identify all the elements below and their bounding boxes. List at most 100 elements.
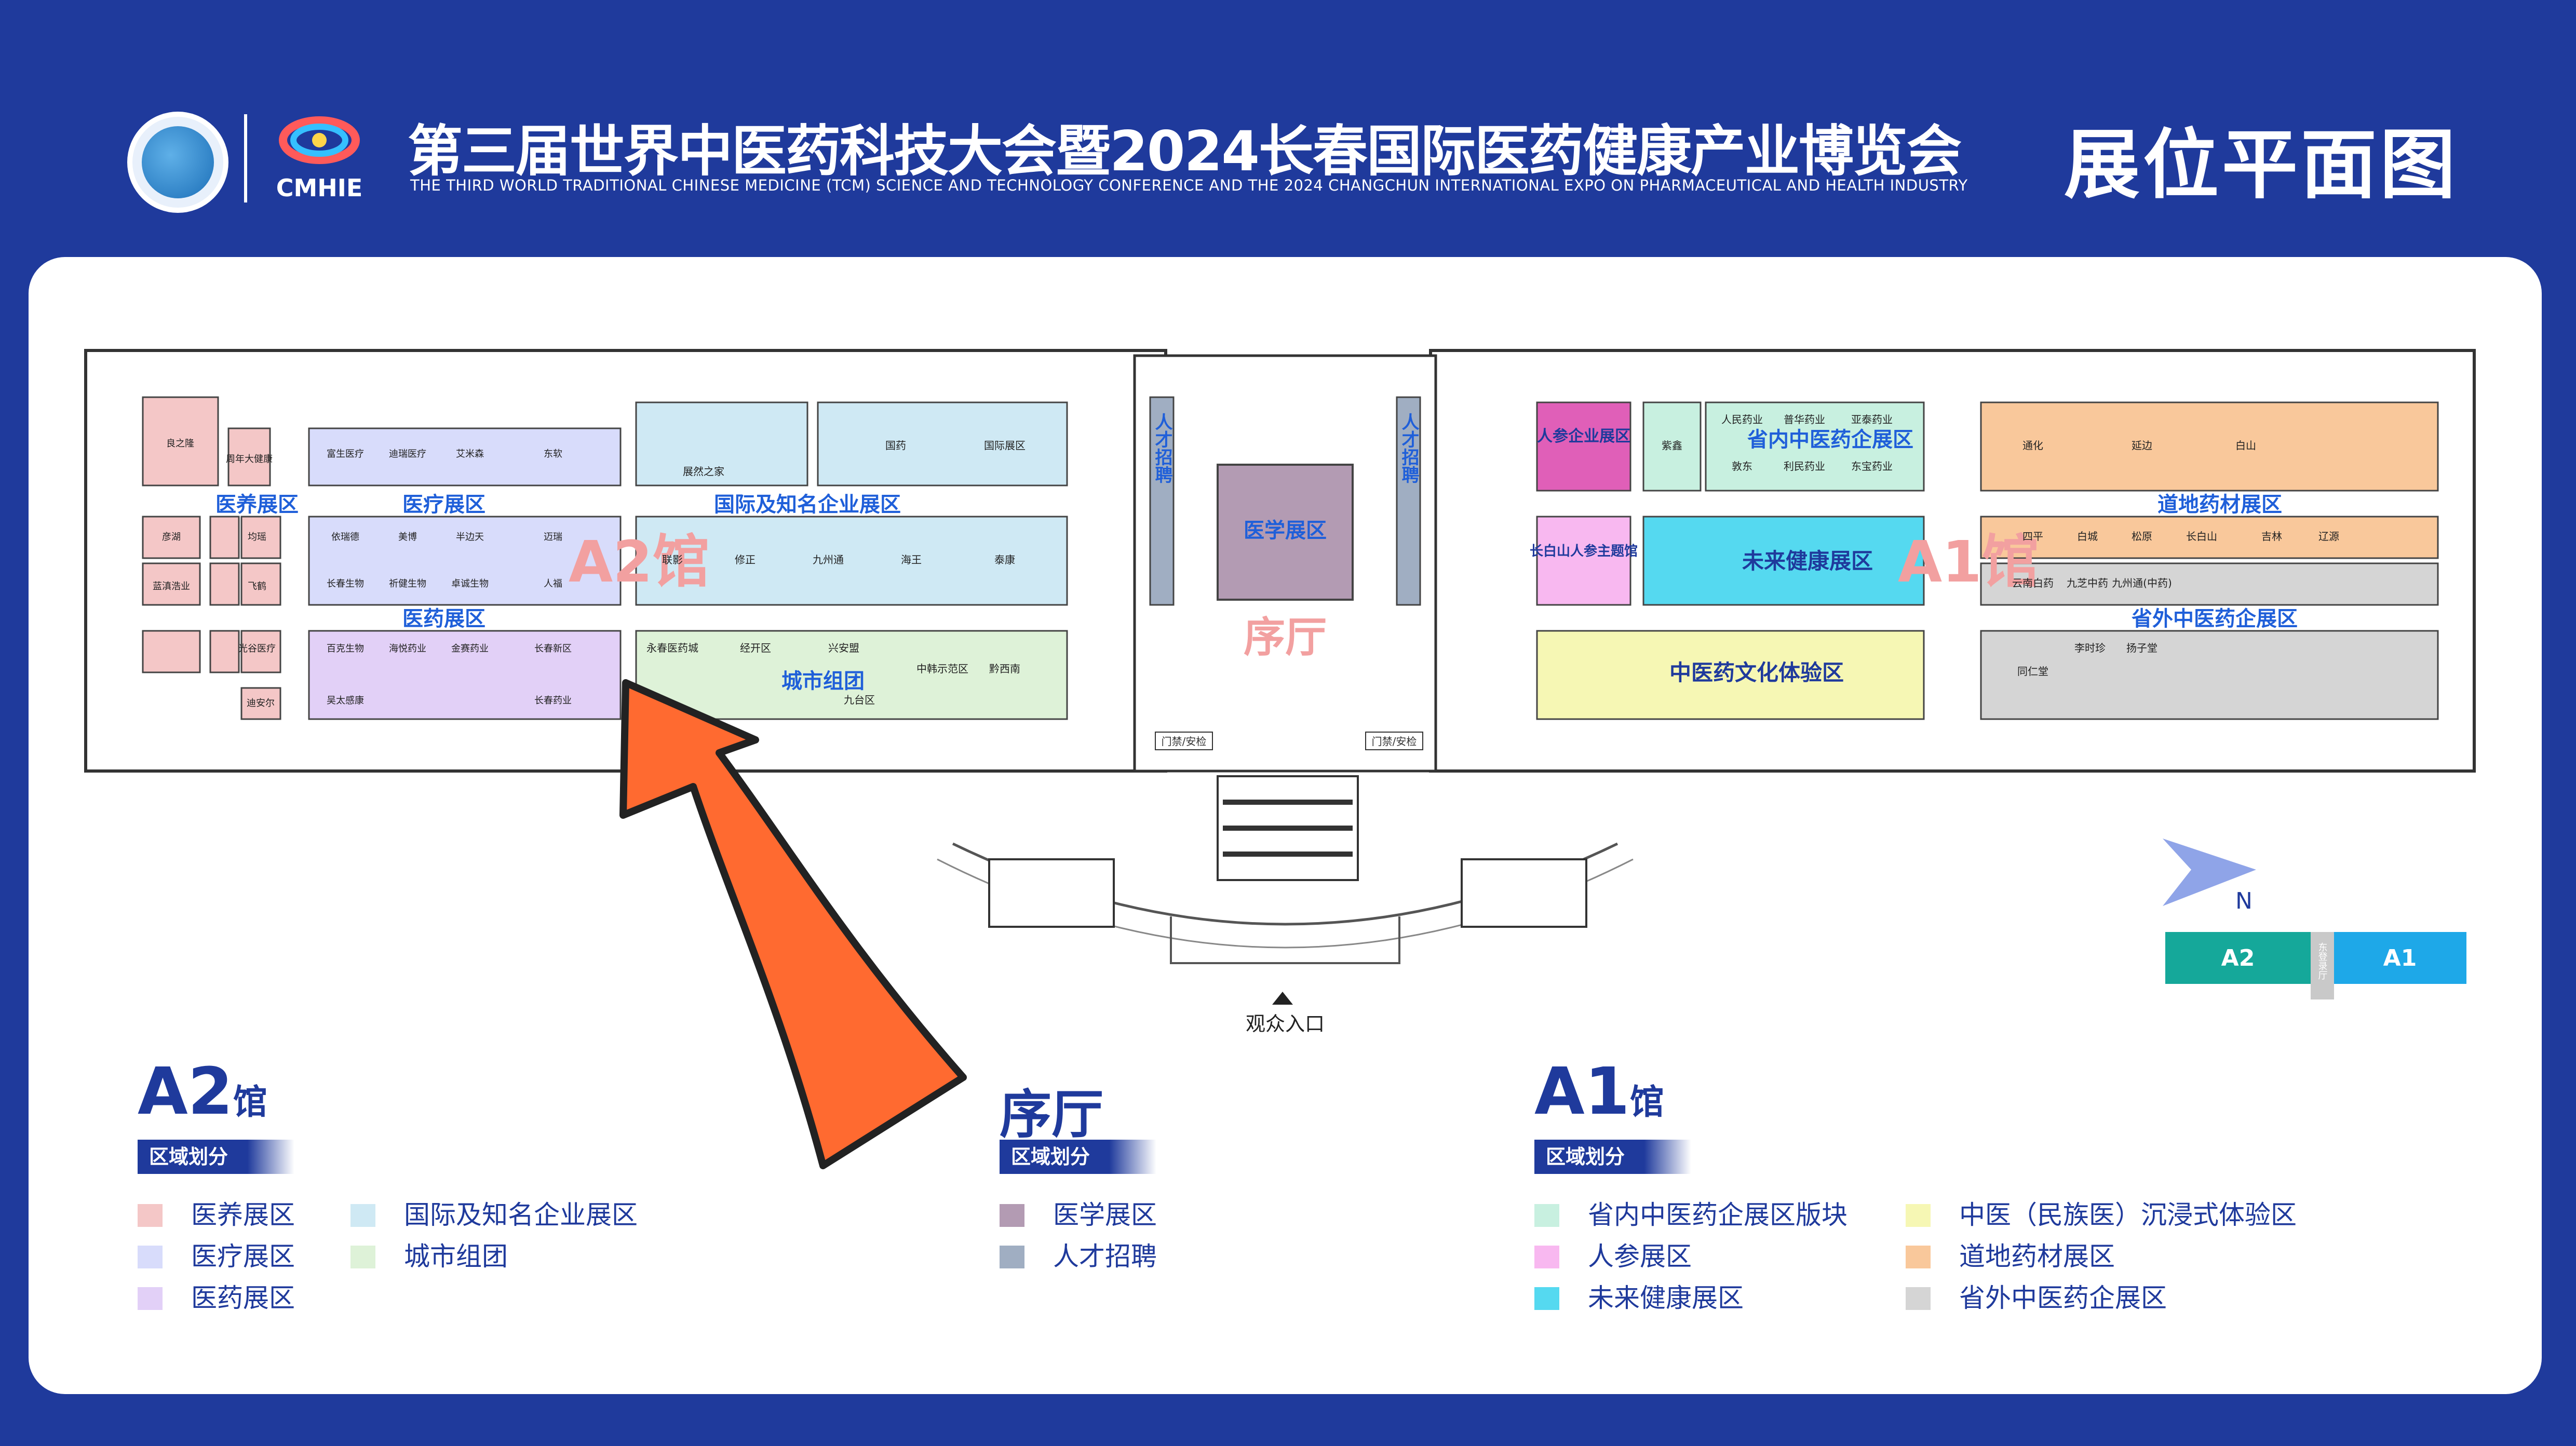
cmhie-logo-text: CMHIE	[276, 174, 363, 202]
legend-item: 医学展区	[1000, 1199, 1157, 1231]
legend-lobby-tag: 区域划分	[1000, 1140, 1156, 1174]
booth-label: 九州通	[813, 553, 844, 566]
legend-item: 医疗展区	[138, 1241, 295, 1272]
zone-changbai	[1536, 516, 1631, 606]
label-yiliao: 医疗展区	[402, 493, 485, 517]
booth-label: 利民药业	[1784, 460, 1825, 472]
label-rencai-right: 人才招聘	[1398, 413, 1419, 483]
label-chengshi: 城市组团	[781, 669, 865, 693]
page-subtitle: THE THIRD WORLD TRADITIONAL CHINESE MEDI…	[410, 177, 1968, 194]
mini-middle	[2311, 932, 2334, 999]
booth-label: 永春医药城	[646, 642, 698, 654]
header: CMHIE 第三届世界中医药科技大会暨2024长春国际医药健康产业博览会 THE…	[0, 0, 2576, 249]
booth-label: 长春药业	[534, 695, 572, 706]
booth-label: 飞鹤	[248, 581, 266, 592]
mini-middle-label: 东登录厅	[2317, 942, 2328, 980]
booth-label: 卓诚生物	[451, 578, 489, 589]
booth-label: 人民药业	[1721, 413, 1763, 426]
label-daodi: 道地药材展区	[2157, 493, 2282, 517]
booth-label: 白山	[2235, 439, 2256, 452]
label-yixue: 医学展区	[1244, 519, 1327, 543]
booth-label: 吉林	[2261, 530, 2282, 543]
booth-label: 泰康	[994, 553, 1015, 566]
booth-label: 迪安尔	[247, 698, 275, 709]
booth-label: 通化	[2022, 439, 2043, 452]
label-rencai-left: 人才招聘	[1152, 413, 1172, 483]
booth-label: 长白山	[2186, 530, 2217, 543]
booth-label: 国药	[885, 439, 906, 452]
compass-icon	[2163, 839, 2256, 906]
legend-item: 道地药材展区	[1906, 1241, 2115, 1272]
booth-label: 长春新区	[534, 643, 572, 654]
zone-renshen	[1536, 401, 1631, 492]
label-changbai: 长白山人参主题馆	[1530, 543, 1638, 559]
booth-label: 祈健生物	[389, 578, 426, 589]
zone-rencai-left	[1149, 396, 1175, 606]
floor-plan-panel: 医养展区 医疗展区 医药展区 国际及知名企业展区 城市组团 医学展区 省内中医药…	[29, 257, 2542, 1394]
booth-label: 海悦药业	[389, 643, 426, 654]
booth-label: 蓝滇浩业	[153, 581, 190, 592]
booth-label: 展然之家	[683, 465, 724, 478]
legend-item: 省外中医药企展区	[1906, 1282, 2167, 1314]
booth-label: 云南白药	[2012, 577, 2054, 589]
legend-item: 医药展区	[138, 1282, 295, 1314]
direction-arrow	[619, 679, 967, 1169]
mini-a1-label: A1	[2383, 945, 2417, 971]
booth-label: 百克生物	[327, 643, 364, 654]
booth-label: 长春生物	[327, 578, 364, 589]
mini-a1	[2334, 932, 2466, 984]
booth-label: 亚泰药业	[1851, 413, 1893, 426]
booth-label: 延边	[2132, 439, 2152, 452]
label-yiyao: 医药展区	[402, 607, 485, 631]
zone-shengwai	[1980, 562, 2439, 606]
booth-label: 周年大健康	[226, 454, 273, 465]
zone-yiliao	[308, 427, 622, 486]
zone-weilai	[1642, 516, 1925, 606]
booth-label: 艾米森	[456, 449, 484, 460]
booth-label: 迪瑞医疗	[389, 449, 426, 460]
entrance-canopy	[1170, 916, 1400, 964]
legend-item: 医养展区	[138, 1199, 295, 1231]
booth-label: 美博	[398, 532, 417, 543]
label-guoji: 国际及知名企业展区	[714, 493, 901, 517]
legend-item: 未来健康展区	[1534, 1282, 1744, 1314]
label-yangsheng: 医养展区	[215, 493, 299, 517]
booth-label: 中韩示范区	[916, 663, 968, 675]
booth-label: 东宝药业	[1851, 460, 1893, 472]
label-tiyan: 中医药文化体验区	[1669, 660, 1844, 685]
booth-label: 光谷医疗	[238, 643, 276, 654]
booth-label: 敦东	[1732, 460, 1752, 472]
legend-a1-tag: 区域划分	[1534, 1140, 1691, 1174]
booth-label: 同仁堂	[2017, 665, 2048, 678]
booth-label: 彦湖	[162, 532, 181, 543]
floor-plan-title: 展位平面图	[2064, 121, 2459, 209]
wfcms-logo	[127, 112, 228, 213]
legend-item: 省内中医药企展区版块	[1534, 1199, 1847, 1231]
booth-label: 富生医疗	[327, 449, 364, 460]
booth-label: 白城	[2077, 530, 2098, 543]
logo-divider	[244, 114, 247, 202]
booth-label: 吴太感康	[327, 695, 364, 706]
booth-label: 李时珍	[2074, 642, 2106, 654]
zone-guoji	[635, 401, 808, 486]
booth-label: 迈瑞	[544, 532, 562, 543]
legend-item: 城市组团	[350, 1241, 508, 1272]
label-a2-hall: A2馆	[569, 529, 710, 595]
booth-label: 半边天	[456, 532, 484, 543]
booth-label: 修正	[735, 553, 756, 566]
booth-label: 均瑶	[248, 532, 266, 543]
label-renshen: 人参企业展区	[1537, 427, 1630, 445]
booth-label: 人福	[544, 578, 562, 589]
legend-item: 中医（民族医）沉浸式体验区	[1906, 1199, 2297, 1231]
legend-item: 人才招聘	[1000, 1241, 1157, 1272]
entrance-label: 观众入口	[1246, 1012, 1325, 1035]
right-stairs	[1461, 858, 1587, 928]
booth-label: 普华药业	[1784, 413, 1825, 426]
booth-label: 联影	[662, 553, 683, 566]
booth-label: 东软	[544, 449, 562, 460]
label-shengwai: 省外中医药企展区	[2132, 607, 2298, 631]
booth-label: 良之隆	[166, 438, 194, 449]
entrance-arrow-icon	[1272, 992, 1293, 1005]
booth-label: 辽源	[2318, 530, 2339, 543]
